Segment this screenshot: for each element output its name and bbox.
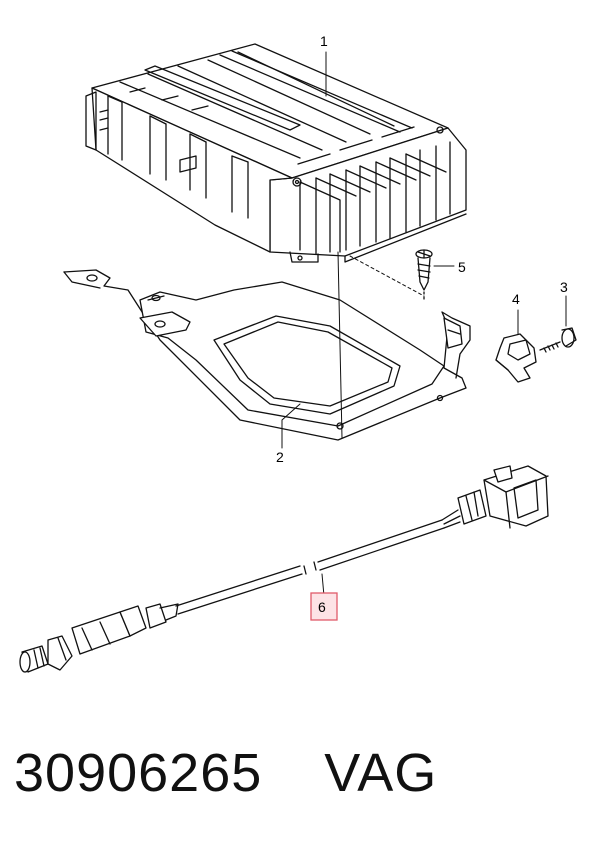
footer-caption: 30906265 VAG (14, 742, 437, 804)
callout-box-6 (310, 592, 338, 621)
clip (495, 333, 537, 383)
part-number: 30906265 (14, 743, 263, 803)
screw (415, 249, 433, 301)
bolt (539, 327, 577, 353)
parts-diagram: 1 2 3 4 5 6 (19, 33, 577, 673)
control-unit (85, 43, 467, 263)
callout-label-3: 3 (560, 279, 568, 295)
callout-label-1: 1 (320, 33, 328, 49)
leader-lines (281, 51, 567, 597)
callout-label-6: 6 (318, 599, 326, 615)
callout-label-2: 2 (276, 449, 284, 465)
callout-label-4: 4 (512, 291, 520, 307)
lambda-sensor (19, 465, 549, 673)
callout-label-5: 5 (458, 259, 466, 275)
brand-name: VAG (324, 743, 438, 803)
mounting-bracket (63, 269, 471, 441)
